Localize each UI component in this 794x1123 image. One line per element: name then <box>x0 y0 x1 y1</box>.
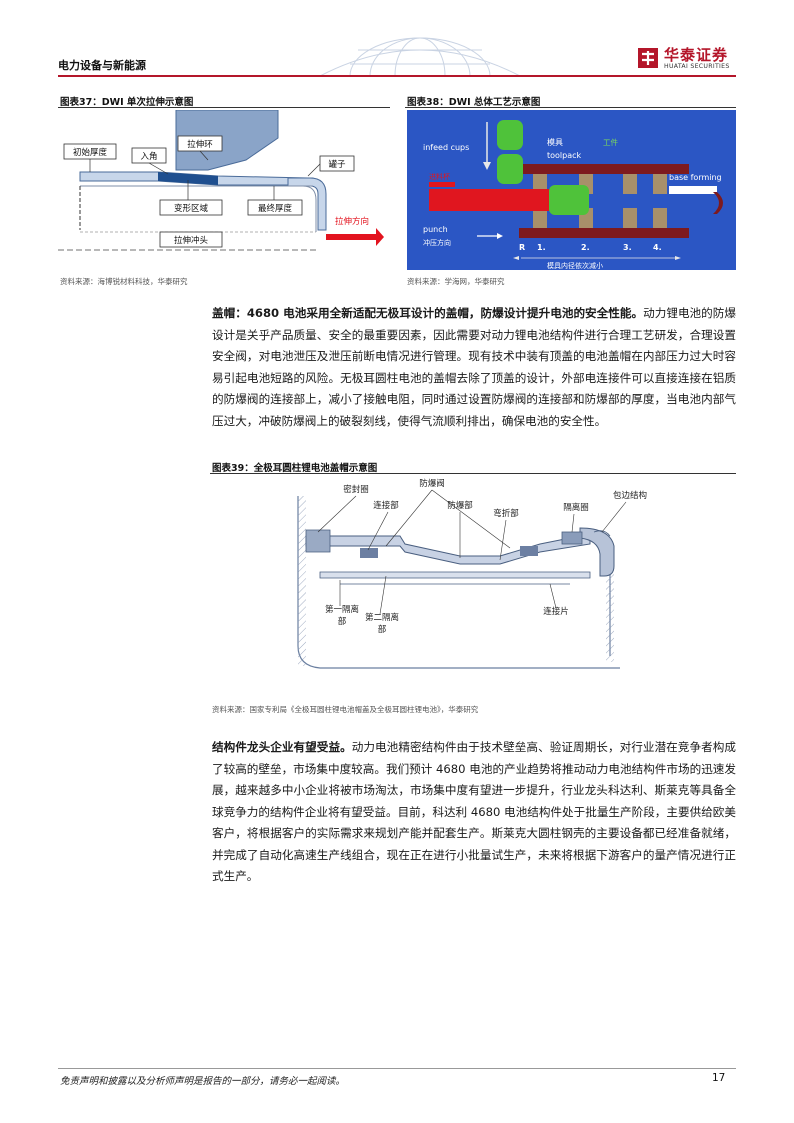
fig39-label-conn1: 连接部 <box>373 500 399 511</box>
fig38-title: 图表38：DWI 总体工艺示意图 <box>407 97 541 108</box>
fig39-source: 资料来源：国家专利局《全极耳圆柱锂电池帽盖及全极耳圆柱锂电池》，华泰研究 <box>212 705 479 714</box>
fig38-label-cup: 进料杯 <box>429 172 450 181</box>
fig38-stage-r: R <box>519 243 525 252</box>
fig37-source: 资料来源：海博锐材料科技，华泰研究 <box>60 277 188 286</box>
page-number: 17 <box>712 1072 726 1084</box>
fig37-label-can: 罐子 <box>328 159 346 170</box>
fig37-label-draw-direction: 拉伸方向 <box>335 216 369 227</box>
fig39-label-isolation-ring: 隔离圈 <box>563 502 589 513</box>
fig39-label-valve: 防爆阀 <box>419 478 445 489</box>
footer-disclaimer: 免责声明和披露以及分析师声明是报告的一部分，请务必一起阅读。 <box>60 1076 346 1087</box>
fig38-label-workpiece: 工件 <box>603 137 618 147</box>
paragraph-cap-lead: 盖帽：4680 电池采用全新适配无极耳设计的盖帽，防爆设计提升电池的安全性能。 <box>212 306 644 320</box>
fig37-label-deform-zone: 变形区域 <box>174 203 209 214</box>
fig37-label-draw-ring: 拉伸环 <box>187 139 213 150</box>
fig39-title-rule <box>210 473 736 474</box>
fig39-label-burst: 防爆部 <box>447 500 473 511</box>
brand-name-cn: 华泰证券 <box>664 46 729 64</box>
fig38-label-infeed-cups: infeed cups <box>423 143 469 152</box>
fig38-label-punch-dir: 冲压方向 <box>423 238 451 247</box>
fig38-stage-3: 3. <box>623 243 632 252</box>
fig37-label-entry-angle: 入角 <box>140 151 157 162</box>
fig38-stage-1: 1. <box>537 243 546 252</box>
fig39-label-conn-sheet: 连接片 <box>543 606 569 617</box>
fig39-label-first-iso: 第一隔离部 <box>324 605 359 627</box>
footer-rule <box>58 1068 736 1069</box>
fig39-label-second-iso: 第二隔离部 <box>364 613 399 635</box>
fig39-title: 图表39：全极耳圆柱锂电池盖帽示意图 <box>212 463 378 474</box>
fig37-title-rule <box>58 107 390 108</box>
fig38-dwi-process-diagram: infeed cups 模具 toolpack base forming pun… <box>407 110 736 270</box>
fig38-source: 资料来源：学海网，华泰研究 <box>407 277 505 286</box>
fig38-label-base-forming: base forming <box>669 173 722 182</box>
fig37-label-initial-thickness: 初始厚度 <box>73 147 108 158</box>
header-globe-decoration <box>319 37 521 76</box>
fig38-label-punch: punch <box>423 225 448 234</box>
fig38-label-diameter-note: 模具内径依次减小 <box>547 261 603 270</box>
fig38-stage-2: 2. <box>581 243 590 252</box>
paragraph-structural-parts: 结构件龙头企业有望受益。动力电池精密结构件由于技术壁垒高、验证周期长，对行业潜在… <box>212 737 736 888</box>
fig38-title-rule <box>405 107 736 108</box>
paragraph-structural-body: 动力电池精密结构件由于技术壁垒高、验证周期长，对行业潜在竞争者构成了较高的壁垒，… <box>212 740 736 883</box>
paragraph-structural-lead: 结构件龙头企业有望受益。 <box>212 740 352 754</box>
fig37-label-punch: 拉伸冲头 <box>174 235 209 246</box>
paragraph-cap: 盖帽：4680 电池采用全新适配无极耳设计的盖帽，防爆设计提升电池的安全性能。动… <box>212 303 736 432</box>
fig39-label-crimp: 包边结构 <box>613 490 647 501</box>
fig38-label-mold: 模具 <box>547 137 563 147</box>
paragraph-cap-body: 动力锂电池的防爆设计是关乎产品质量、安全的最重要因素，因此需要对动力锂电池结构件… <box>212 306 736 428</box>
fig39-cap-diagram: 密封圈 防爆阀 连接部 防爆部 弯折部 隔离圈 包边结构 连接片 第一隔离部 第… <box>297 478 647 669</box>
fig37-title: 图表37：DWI 单次拉伸示意图 <box>60 97 194 108</box>
fig39-label-seal-ring: 密封圈 <box>343 484 369 495</box>
fig37-label-final-thickness: 最终厚度 <box>258 203 293 214</box>
fig37-dwi-diagram: 初始厚度 入角 拉伸环 罐子 变形区域 最终厚度 拉伸冲头 拉伸方向 <box>58 110 384 251</box>
fig38-stage-4: 4. <box>653 243 662 252</box>
header-section-title: 电力设备与新能源 <box>58 59 146 72</box>
fig38-label-toolpack: toolpack <box>547 151 582 160</box>
brand-name-en: HUATAI SECURITIES <box>664 63 730 70</box>
brand-logo: 华泰证券 HUATAI SECURITIES <box>636 44 736 74</box>
header-rule <box>58 75 736 77</box>
fig39-label-bend: 弯折部 <box>493 508 519 519</box>
brand-mark-icon <box>638 48 658 68</box>
